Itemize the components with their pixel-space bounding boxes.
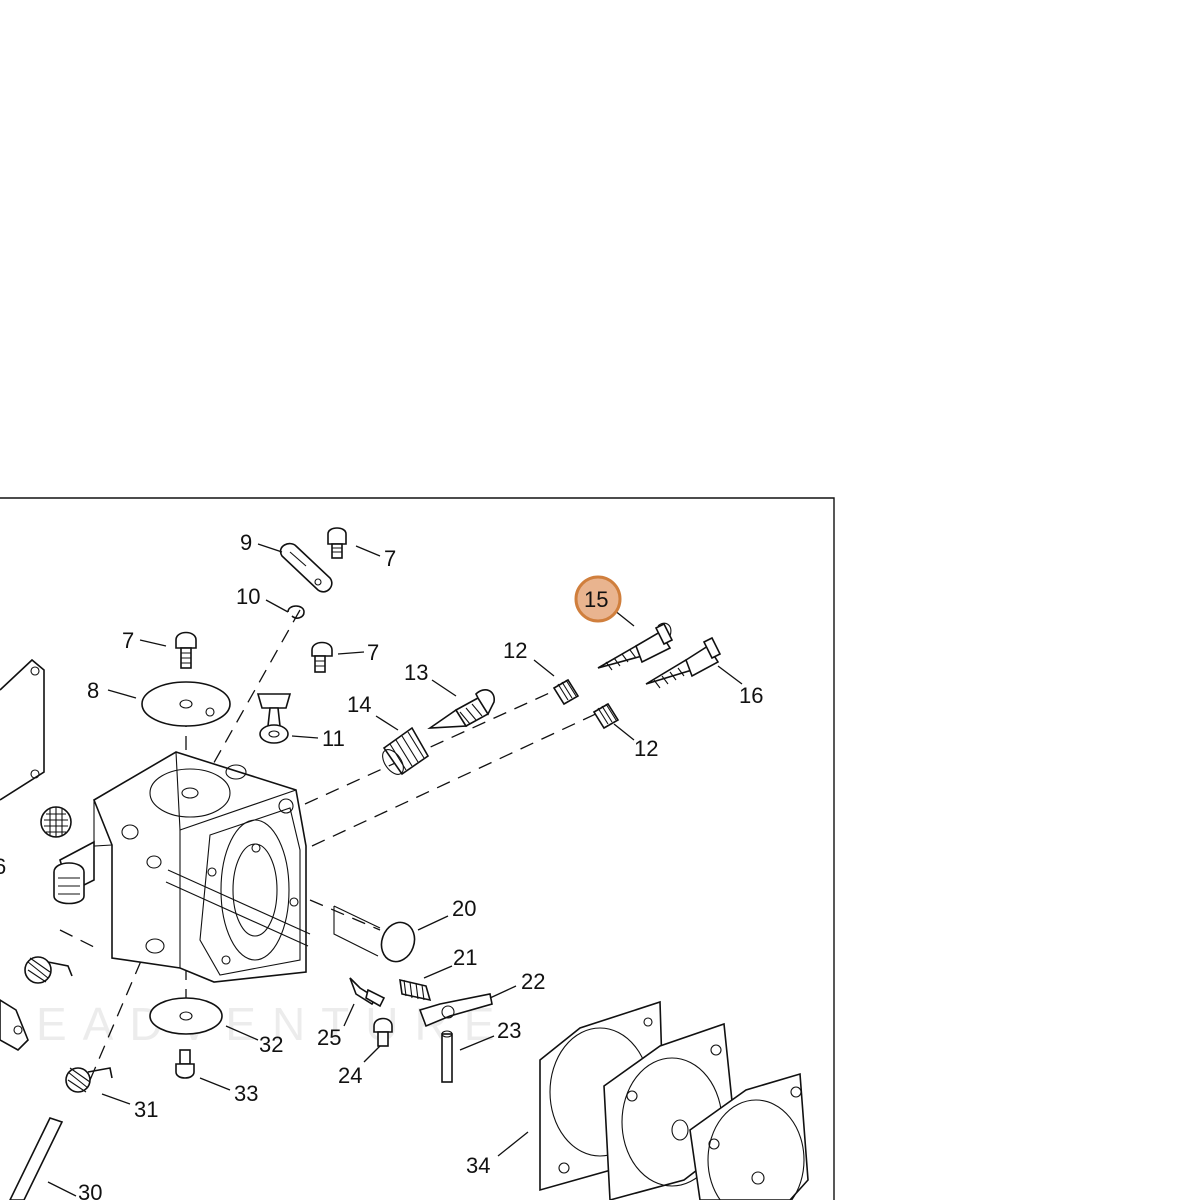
screw-part-24 xyxy=(373,1017,393,1047)
label-part-23: 23 xyxy=(497,1018,521,1043)
filter-screen-part-6 xyxy=(40,806,72,838)
label-part-12-lower: 12 xyxy=(634,736,658,761)
disc-part-8 xyxy=(141,681,231,727)
welch-plug-part-20 xyxy=(333,905,416,963)
spring-part-31 xyxy=(65,1067,113,1093)
clip-part-10 xyxy=(287,605,305,619)
inlet-needle-part-25 xyxy=(349,977,386,1008)
metering-lever-part-22 xyxy=(418,993,493,1028)
shaft-part-30 xyxy=(9,1117,64,1200)
label-part-13: 13 xyxy=(404,660,428,685)
label-part-8: 8 xyxy=(87,678,99,703)
label-part-7-top: 7 xyxy=(384,546,396,571)
leader-lines xyxy=(47,543,743,1197)
watermark-text: EADVENTURE xyxy=(36,998,510,1050)
screw-part-33 xyxy=(175,1049,195,1079)
label-part-15[interactable]: 15 xyxy=(584,587,608,612)
label-part-7-left: 7 xyxy=(122,628,134,653)
label-part-10: 10 xyxy=(236,584,260,609)
screw-part-7-mid xyxy=(311,641,333,673)
label-part-24: 24 xyxy=(338,1063,362,1088)
highlight-circle-part-15[interactable] xyxy=(574,575,622,623)
adjusting-needle-part-16 xyxy=(645,636,722,689)
needle-screw-part-13 xyxy=(427,689,495,729)
label-part-20: 20 xyxy=(452,896,476,921)
label-part-31: 31 xyxy=(134,1097,158,1122)
carburetor-body xyxy=(53,751,311,983)
label-part-6: 6 xyxy=(0,854,6,879)
label-part-16: 16 xyxy=(739,683,763,708)
label-part-33: 33 xyxy=(234,1081,258,1106)
spring-part-12-upper xyxy=(552,678,580,706)
spring-part-14 xyxy=(382,726,430,776)
lever-plate-part-9 xyxy=(279,542,333,593)
label-part-12-upper: 12 xyxy=(503,638,527,663)
label-part-34: 34 xyxy=(466,1153,490,1178)
label-part-9: 9 xyxy=(240,530,252,555)
spring-part-21 xyxy=(399,978,432,1002)
disc-part-32 xyxy=(149,997,223,1035)
left-lever-fragment xyxy=(0,999,29,1051)
label-part-30: 30 xyxy=(78,1180,102,1200)
label-part-22: 22 xyxy=(521,969,545,994)
gasket-diaphragm-part-34 xyxy=(539,1000,809,1200)
adjusting-needle-part-15[interactable] xyxy=(597,622,674,671)
label-part-21: 21 xyxy=(453,945,477,970)
spring-left-upper xyxy=(24,956,73,984)
spring-part-12-lower xyxy=(592,702,620,730)
label-part-11: 11 xyxy=(322,726,345,751)
screw-part-7-left xyxy=(175,631,197,669)
label-part-14: 14 xyxy=(347,692,371,717)
diagram-frame xyxy=(0,497,835,1200)
pin-part-23 xyxy=(441,1030,453,1083)
label-part-32: 32 xyxy=(259,1032,283,1057)
screw-part-7-top xyxy=(327,527,347,559)
lever-part-11 xyxy=(256,693,292,744)
part-labels: 6 7 7 7 8 9 10 11 12 12 13 14 15 16 20 2… xyxy=(0,530,763,1200)
label-part-7-mid: 7 xyxy=(367,640,379,665)
label-part-25: 25 xyxy=(317,1025,341,1050)
left-bracket xyxy=(0,658,45,801)
